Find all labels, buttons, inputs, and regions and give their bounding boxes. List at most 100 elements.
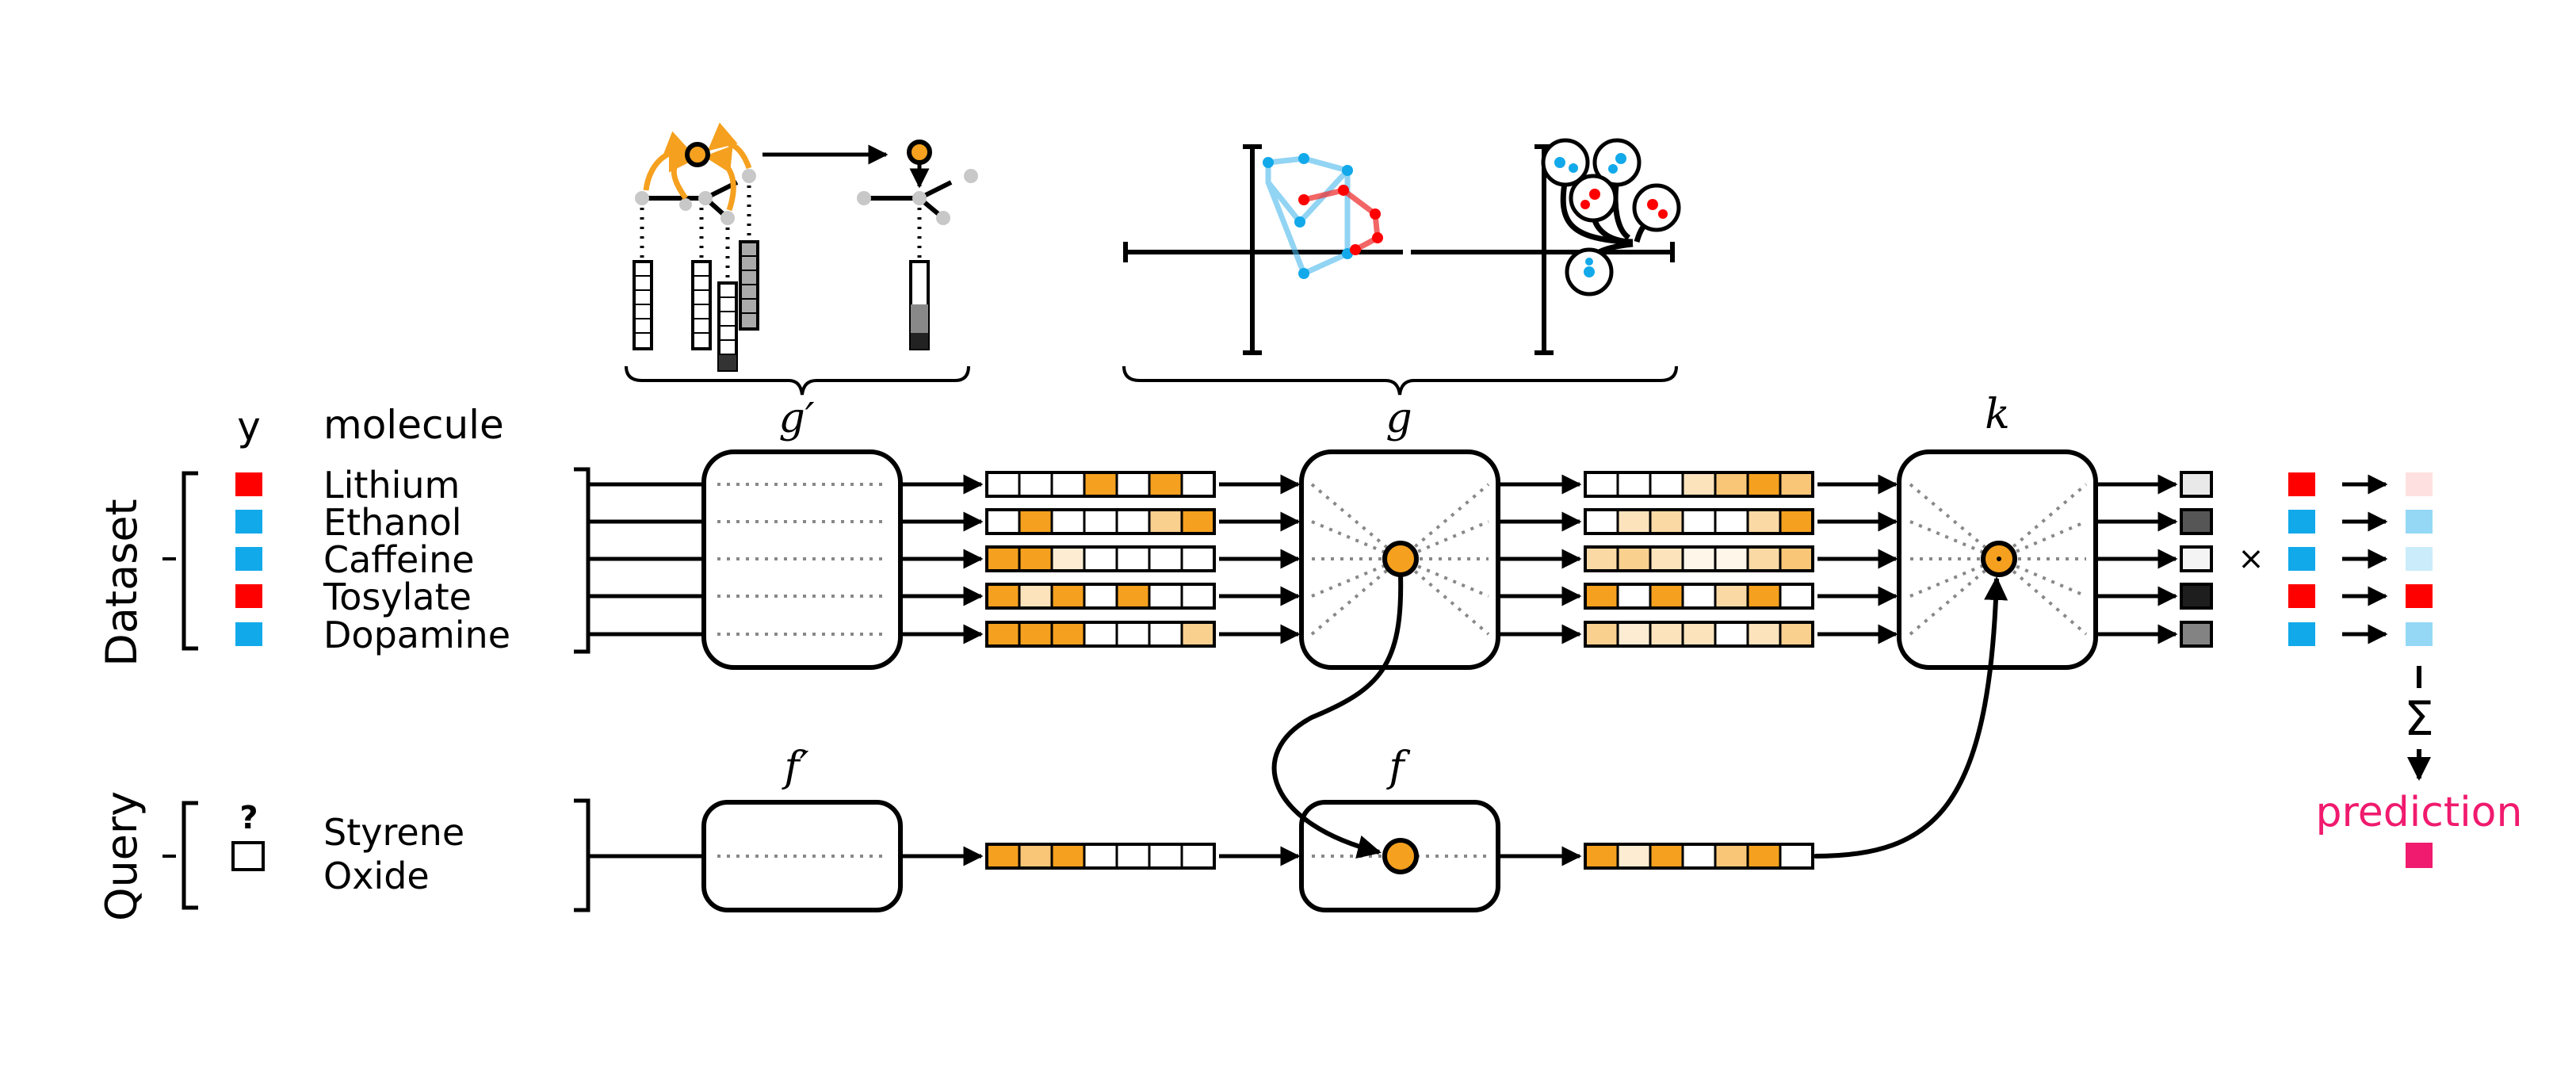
g-dotted-line — [1310, 557, 1402, 636]
dataset-embedding-g-cell — [1714, 545, 1749, 572]
query-label: Query — [97, 791, 147, 921]
k-label: k — [1985, 391, 2010, 438]
dataset-embedding-g-prime — [985, 508, 1216, 535]
molecule-name-lithium: Lithium — [323, 464, 460, 507]
dataset-embedding-g-cell — [1584, 508, 1619, 535]
dataset-embedding-g-prime — [985, 471, 1216, 498]
embedding-space-illustration — [1122, 138, 1681, 396]
dataset-embedding-g-prime-cell — [985, 545, 1021, 572]
dataset-embedding-g-cell — [1584, 583, 1619, 610]
query-embedding-f-prime-cell — [1115, 843, 1151, 870]
dataset-embedding-g-prime — [985, 545, 1216, 572]
f-prime-label: f′ — [781, 744, 808, 791]
weighted-label-square — [2406, 584, 2433, 608]
label-square-tosylate — [235, 584, 262, 608]
k-dotted-line — [1909, 557, 2000, 598]
g-label: g — [1385, 395, 1412, 442]
support-label-square — [2288, 547, 2315, 571]
module-boxes: g′ g k f′ f — [701, 391, 2098, 912]
g-dotted-line — [1311, 557, 1401, 598]
query-embedding-f-cell — [1649, 843, 1684, 870]
prediction-label: prediction — [2316, 789, 2523, 836]
dataset-embedding-g-prime-cell — [1115, 508, 1151, 535]
weighted-label-square — [2406, 622, 2433, 646]
dataset-embedding-g — [1584, 583, 1814, 610]
dataset-embedding-g-prime-cell — [1148, 471, 1183, 498]
query-embedding-f-cell — [1779, 843, 1814, 870]
dataset-embedding-g-cell — [1681, 471, 1717, 498]
dataset-embedding-g-prime-cell — [985, 621, 1021, 648]
dataset-embedding-g-cell — [1779, 471, 1814, 498]
query-embedding-f-cell — [1746, 843, 1782, 870]
dataset-embedding-g-cell — [1746, 545, 1782, 572]
dataset-embedding-g-prime-cell — [1018, 508, 1053, 535]
dataset-embedding-g-cell — [1681, 545, 1717, 572]
label-square-ethanol — [235, 510, 262, 534]
support-label-square — [2288, 510, 2315, 534]
g-dotted-line — [1400, 520, 1489, 560]
query-embedding-f-prime-cell — [1050, 843, 1086, 870]
dataset-embedding-g-prime-cell — [1115, 471, 1151, 498]
message-passing-illustration — [625, 122, 978, 396]
dataset-embedding-g — [1584, 508, 1814, 535]
query-embedding-f — [1584, 843, 1814, 870]
dataset-embedding-g-prime-cell — [1148, 621, 1183, 648]
dataset-embedding-g — [1584, 471, 1814, 498]
dataset-embedding-g-prime-cell — [1115, 583, 1151, 610]
query-embedding-f-cell — [1616, 843, 1652, 870]
query-embedding-f-prime-cell — [1018, 843, 1053, 870]
f-node — [1382, 838, 1419, 874]
dataset-embedding-g-cell — [1714, 508, 1749, 535]
k-dotted-line — [1997, 483, 2088, 560]
weighted-label-square — [2406, 472, 2433, 496]
dataset-embedding-g-prime-cell — [1180, 545, 1216, 572]
dataset-embedding-g-cell — [1746, 583, 1782, 610]
label-square-caffeine — [235, 547, 262, 571]
dataset-embedding-g-cell — [1714, 583, 1749, 610]
molecule-name-ethanol: Ethanol — [323, 501, 462, 544]
dataset-embedding-g-prime-cell — [1115, 621, 1151, 648]
dataset-section: Dataset y molecule LithiumEthanolCaffein… — [97, 402, 590, 667]
dataset-embedding-g-prime-cell — [1180, 471, 1216, 498]
query-label-box — [231, 841, 265, 871]
molecule-header: molecule — [323, 402, 504, 448]
dataset-embedding-g-cell — [1616, 471, 1652, 498]
molecule-name-caffeine: Caffeine — [323, 538, 475, 581]
label-square-lithium — [235, 472, 262, 496]
molecule-name-tosylate: Tosylate — [323, 576, 472, 618]
dataset-embedding-g-cell — [1584, 545, 1619, 572]
query-molecule-line2: Oxide — [323, 855, 430, 897]
dataset-embedding-g-cell — [1616, 621, 1652, 648]
dataset-embedding-g-cell — [1779, 621, 1814, 648]
dataset-embedding-g-cell — [1779, 545, 1814, 572]
dataset-embedding-g-prime — [985, 621, 1216, 648]
k-dotted-line — [1997, 557, 2088, 636]
dataset-embedding-g-cell — [1649, 508, 1684, 535]
dataset-embedding-g-cell — [1779, 508, 1814, 535]
dataset-embedding-g-prime-cell — [1050, 621, 1086, 648]
query-embedding-f-cell — [1681, 843, 1717, 870]
query-section: Query ? Styrene Oxide — [97, 791, 590, 921]
query-embedding-f-prime — [985, 843, 1216, 870]
g-aggregation-node — [1382, 541, 1419, 577]
dataset-embedding-g-cell — [1616, 583, 1652, 610]
similarity-score — [2180, 545, 2213, 572]
dataset-embedding-g-cell — [1681, 583, 1717, 610]
dataset-embedding-g-prime-cell — [1018, 471, 1053, 498]
dataset-embedding-g-prime-cell — [1018, 621, 1053, 648]
dataset-embedding-g-prime-cell — [1050, 471, 1086, 498]
dataset-embedding-g-cell — [1584, 471, 1619, 498]
label-square-dopamine — [235, 622, 262, 646]
dataset-embedding-g-cell — [1714, 471, 1749, 498]
dataset-embedding-g-prime-cell — [1083, 545, 1118, 572]
weighted-label-square — [2406, 547, 2433, 571]
g-prime-module — [701, 449, 903, 670]
query-molecule-line1: Styrene — [323, 811, 464, 854]
dataset-embedding-g-cell — [1584, 621, 1619, 648]
k-dotted-line — [1909, 483, 2001, 560]
g-to-f-arrow — [1271, 574, 1404, 859]
dataset-embedding-g-prime-cell — [1083, 508, 1118, 535]
k-dotted-line — [1998, 557, 2087, 598]
dataset-embedding-g — [1584, 545, 1814, 572]
